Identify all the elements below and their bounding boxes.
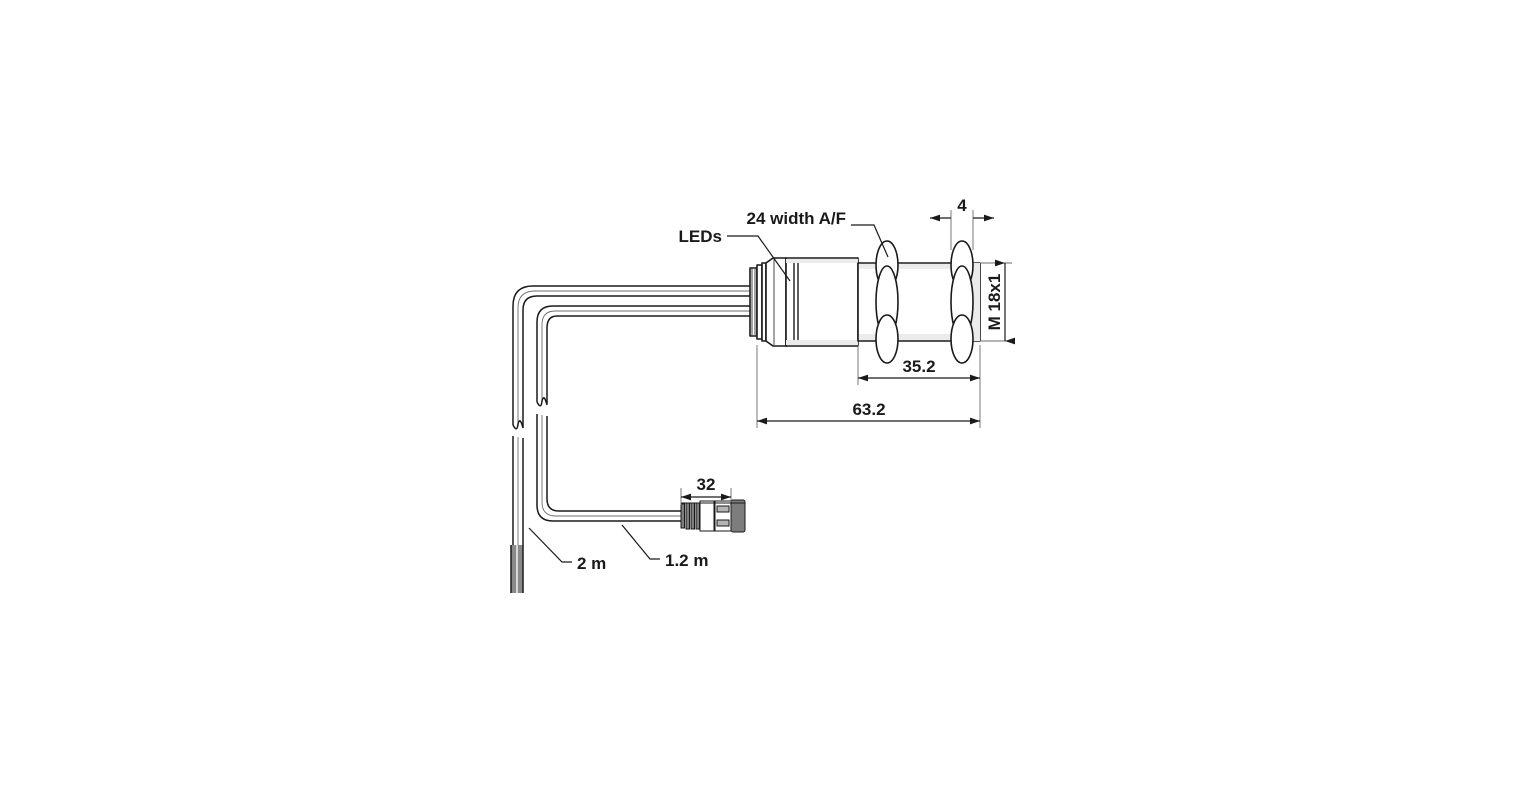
hex-nut-2 xyxy=(950,240,974,364)
dimension-thread-size-text: M 18x1 xyxy=(985,274,1004,331)
callout-leds-text: LEDs xyxy=(679,227,722,246)
cable-2m xyxy=(510,285,752,593)
callout-width-across-flats-text: 24 width A/F xyxy=(747,209,847,228)
dimension-overall-length: 63.2 xyxy=(756,345,981,428)
callout-cable-2m-text: 2 m xyxy=(577,554,606,573)
dimension-connector-length-text: 32 xyxy=(697,475,716,494)
dimension-thread-length-text: 35.2 xyxy=(902,357,935,376)
dimension-overall-length-text: 63.2 xyxy=(852,400,885,419)
callout-cable-2m: 2 m xyxy=(528,527,606,573)
dimension-nut-width-text: 4 xyxy=(957,196,967,215)
cable-1.2m xyxy=(536,305,752,522)
strain-relief xyxy=(749,262,767,342)
callout-width-across-flats: 24 width A/F xyxy=(747,209,889,258)
m12-connector xyxy=(680,499,746,533)
connector-body xyxy=(699,500,715,532)
connector-grip xyxy=(714,500,732,532)
dimension-thread-length: 35.2 xyxy=(857,345,981,385)
dimension-connector-length: 32 xyxy=(680,475,732,505)
callout-cable-1.2m-text: 1.2 m xyxy=(665,551,708,570)
sensor-barrel xyxy=(785,257,859,347)
dimension-thread-size: M 18x1 xyxy=(980,259,1015,345)
dimension-nut-width: 4 xyxy=(930,196,994,250)
connector-end-cap xyxy=(730,499,746,533)
hex-nut-1 xyxy=(875,240,899,364)
callout-leds: LEDs xyxy=(679,227,791,282)
sensor-body xyxy=(749,240,981,364)
sensor-cable-assembly xyxy=(510,285,752,593)
callout-cable-1.2m: 1.2 m xyxy=(621,524,708,570)
